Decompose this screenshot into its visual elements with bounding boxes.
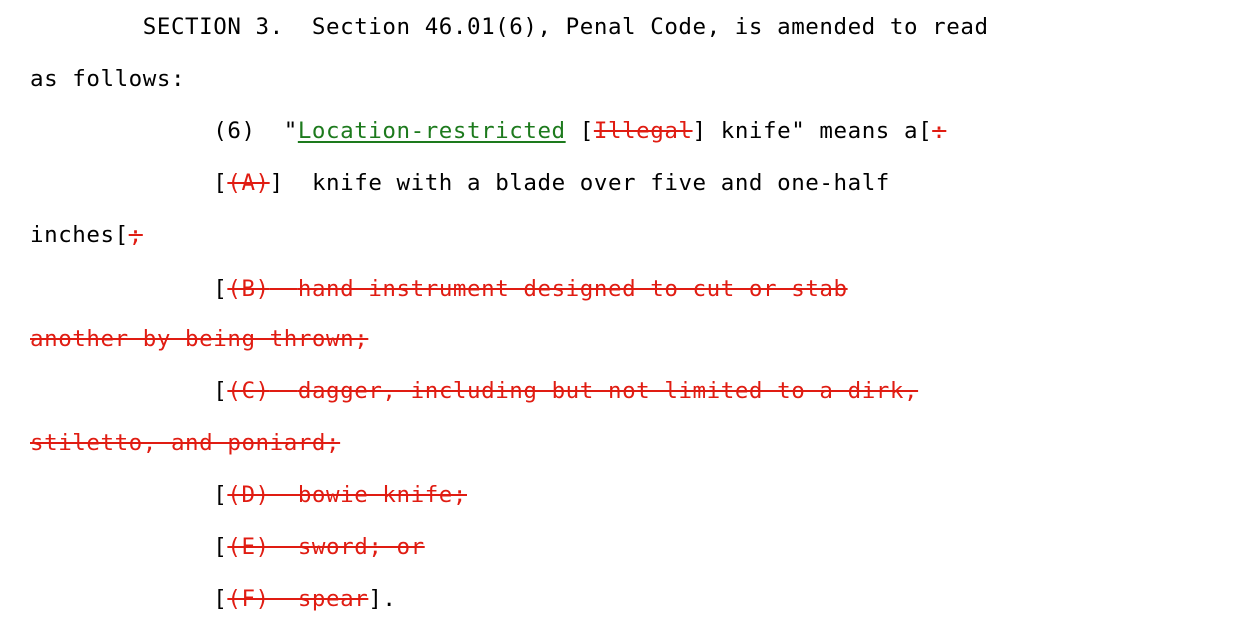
document-line: [(B) hand instrument designed to cut or … [0,276,1246,302]
document-line: (6) "Location-restricted [Illegal] knife… [0,118,1246,144]
document-line: [(F) spear]. [0,586,1246,612]
deleted-text: another by being thrown; [30,326,369,352]
deleted-spacer [270,276,298,302]
text-plain: [ [565,118,594,144]
deleted-text: dagger, including but not limited to a d… [297,378,919,404]
text-plain: ] knife" means a[ [692,118,933,144]
deleted-text: : [932,118,947,144]
deleted-text: (C) [227,378,270,404]
deleted-text: (F) spear [227,586,369,612]
deleted-spacer [270,378,298,404]
text-plain: [ [30,378,228,404]
deleted-text: Illegal [593,118,693,144]
text-plain: [ [30,534,228,560]
deleted-text: (A) [227,170,270,196]
document-line: [(C) dagger, including but not limited t… [0,378,1246,404]
text-plain: [ [30,586,228,612]
deleted-text: (D) bowie knife; [227,482,467,508]
deleted-text: ; [128,222,143,248]
deleted-text: (E) sword; or [227,534,425,560]
text-plain: inches[ [30,222,129,248]
document-line: SECTION 3. Section 46.01(6), Penal Code,… [0,14,1246,40]
text-plain: [ [30,276,228,302]
deleted-text: stiletto, and poniard; [30,430,341,456]
text-plain: as follows: [30,66,186,92]
text-plain: (6) " [30,118,298,144]
document-line: as follows: [0,66,1246,92]
text-plain: ]. [368,586,397,612]
document-line: another by being thrown; [0,326,1246,352]
document-line: [(D) bowie knife; [0,482,1246,508]
text-plain: [ [30,482,228,508]
text-plain: ] knife with a blade over five and one-h… [269,170,890,196]
document-line: [(A)] knife with a blade over five and o… [0,170,1246,196]
text-plain: [ [30,170,228,196]
text-plain: SECTION 3. Section 46.01(6), Penal Code,… [30,14,989,40]
deleted-text: hand instrument designed to cut or stab [297,276,848,302]
document-line: stiletto, and poniard; [0,430,1246,456]
document-line: [(E) sword; or [0,534,1246,560]
document-line: inches[; [0,222,1246,248]
inserted-text: Location-restricted [297,118,566,144]
deleted-text: (B) [227,276,270,302]
